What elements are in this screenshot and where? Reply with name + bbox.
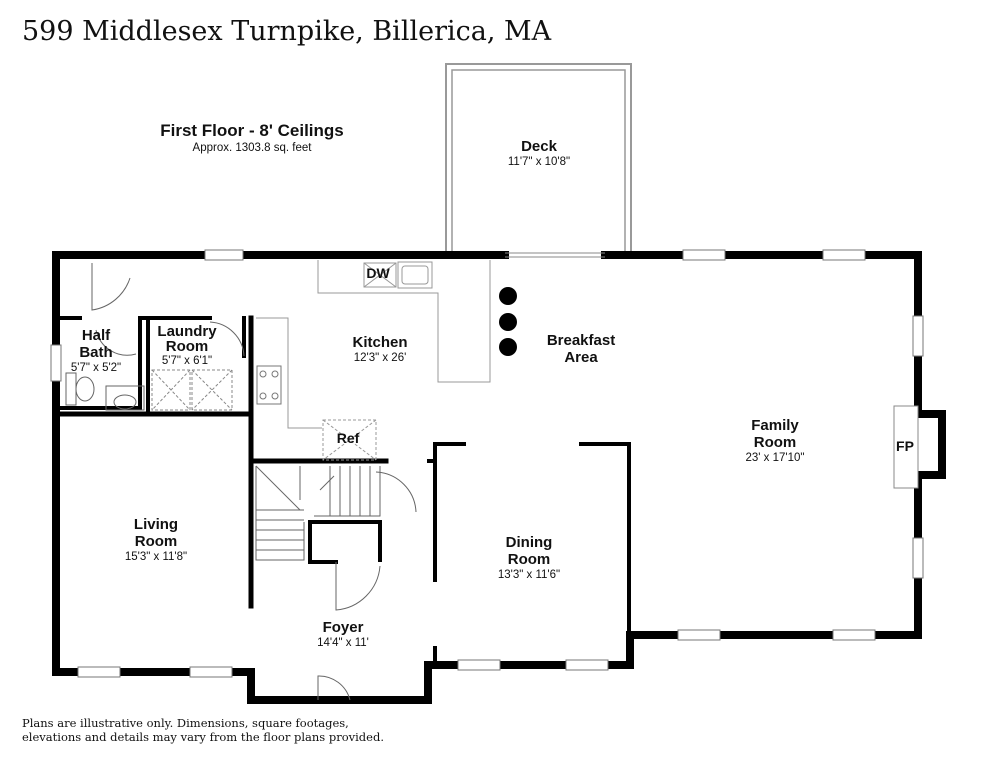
slider-door — [505, 252, 605, 258]
family-label-2: Room — [754, 434, 797, 451]
dishwasher-label: DW — [366, 265, 390, 281]
floor-title: First Floor - 8' Ceilings — [160, 121, 344, 140]
fireplace-icon — [893, 405, 919, 489]
bath-sink-icon — [105, 385, 145, 411]
half-bath-label-1: Half — [82, 327, 111, 344]
kitchen-dim: 12'3" x 26' — [354, 352, 407, 364]
laundry-label-2: Room — [166, 338, 209, 355]
sink-icon — [397, 261, 433, 289]
kitchen-label: Kitchen — [352, 334, 407, 351]
fireplace-label: FP — [896, 438, 914, 454]
door-swings — [91, 263, 417, 701]
family-dim: 23' x 17'10" — [746, 452, 805, 464]
refrigerator-icon — [322, 419, 377, 461]
page-title: 599 Middlesex Turnpike, Billerica, MA — [22, 16, 552, 47]
breakfast-label-1: Breakfast — [547, 332, 615, 349]
living-label-2: Room — [135, 533, 178, 550]
breakfast-label-2: Area — [564, 349, 598, 366]
living-dim: 15'3" x 11'8" — [125, 551, 187, 563]
room-labels: Deck 11'7" x 10'8" Half Bath 5'7" x 5'2"… — [71, 138, 914, 649]
foyer-label: Foyer — [323, 619, 364, 636]
kitchen-counters — [256, 260, 491, 429]
laundry-dim: 5'7" x 6'1" — [162, 355, 212, 367]
disclaimer-line-2: elevations and details may vary from the… — [22, 730, 384, 744]
deck-outline — [445, 63, 632, 256]
stairs — [255, 465, 381, 561]
dishwasher-icon — [363, 262, 397, 288]
laundry-label-1: Laundry — [157, 323, 217, 340]
disclaimer: Plans are illustrative only. Dimensions,… — [22, 716, 402, 744]
disclaimer-line-1: Plans are illustrative only. Dimensions,… — [22, 716, 349, 730]
interior-walls — [54, 315, 631, 667]
deck-dim: 11'7" x 10'8" — [508, 156, 570, 168]
refrigerator-label: Ref — [337, 430, 360, 446]
half-bath-label-2: Bath — [79, 344, 112, 361]
exterior-walls — [52, 251, 946, 704]
family-label-1: Family — [751, 417, 799, 434]
stove-icon — [256, 365, 282, 405]
dining-dim: 13'3" x 11'6" — [498, 569, 560, 581]
half-bath-dim: 5'7" x 5'2" — [71, 362, 121, 374]
dining-label-1: Dining — [506, 534, 553, 551]
deck-label: Deck — [521, 138, 558, 155]
foyer-dim: 14'4" x 11' — [317, 637, 369, 649]
floor-area: Approx. 1303.8 sq. feet — [192, 142, 312, 154]
toilet-icon — [65, 372, 95, 406]
windows — [50, 249, 924, 678]
bar-stools — [499, 287, 517, 356]
living-label-1: Living — [134, 516, 178, 533]
dining-label-2: Room — [508, 551, 551, 568]
washer-dryer-icon — [151, 369, 233, 411]
